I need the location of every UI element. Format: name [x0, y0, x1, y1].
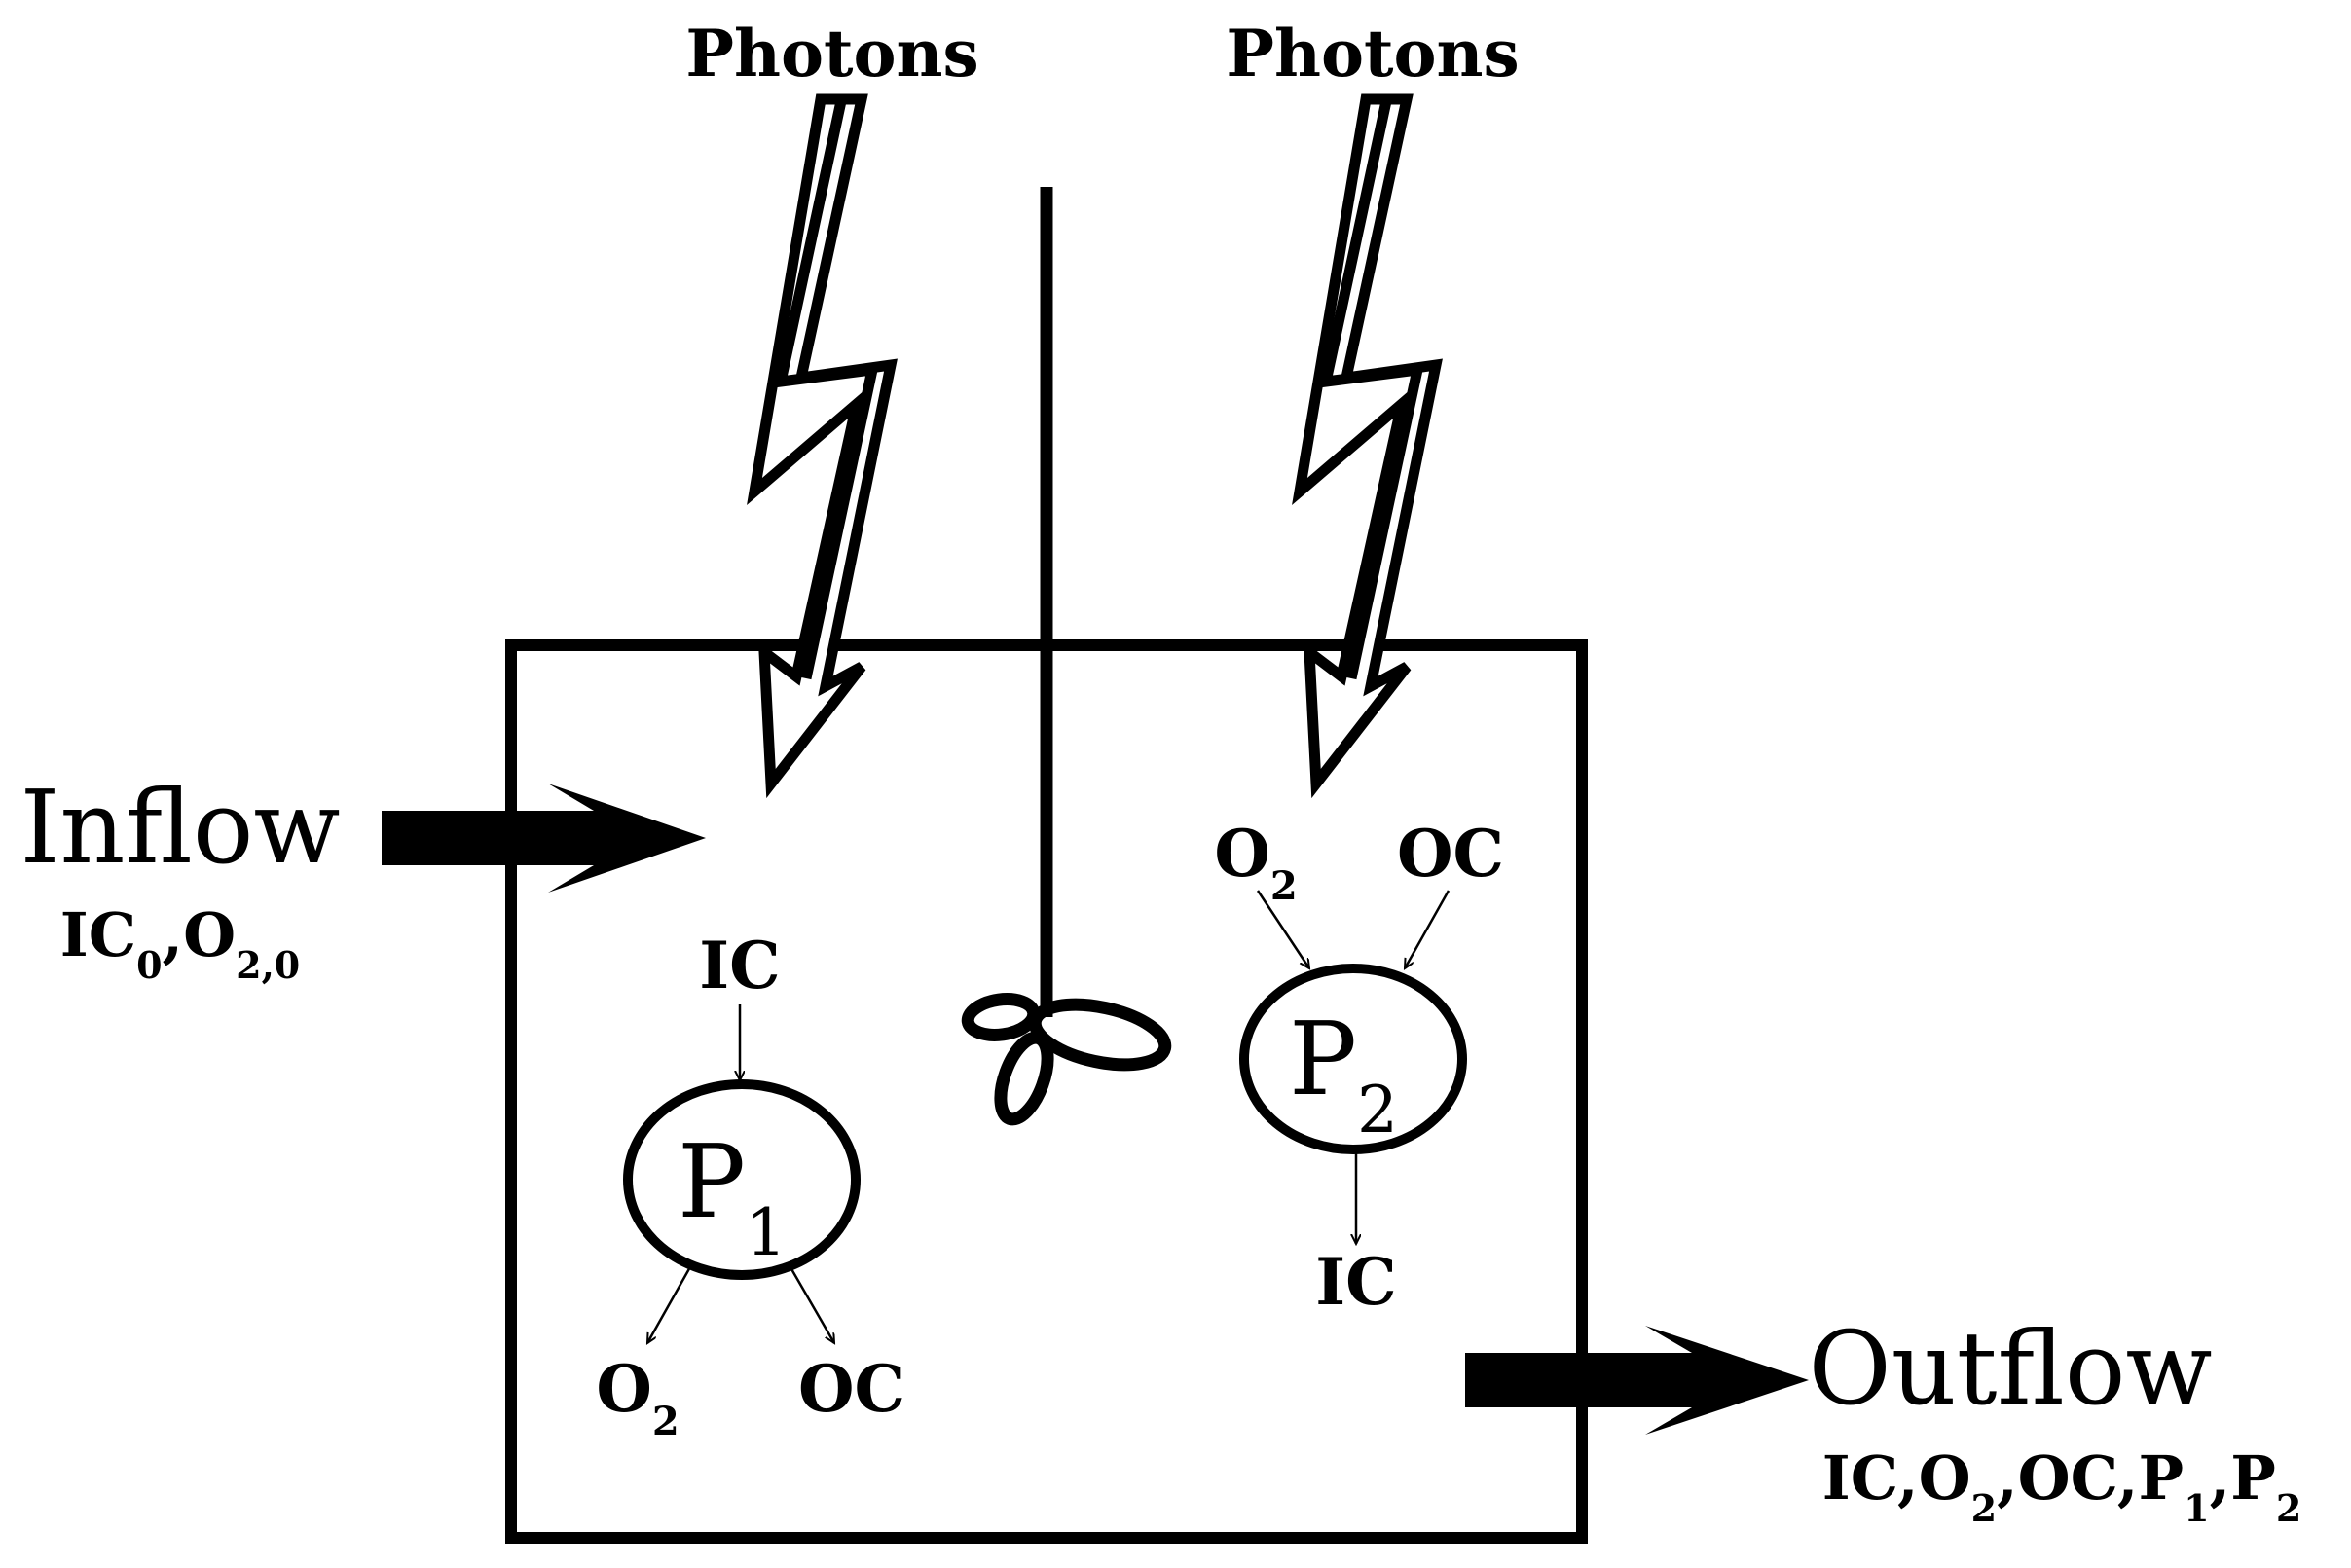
outflow-species: IC,O2,OC,P1,P2 — [1822, 1442, 2302, 1530]
p2-input-oc: OC — [1397, 816, 1504, 892]
inflow-arrow-icon — [382, 784, 706, 893]
p2-label: P2 — [1289, 1000, 1398, 1148]
p1-output-oc-arrow — [789, 1266, 834, 1343]
photons-label-left: Photons — [685, 16, 978, 91]
photon-bolt-left-icon — [747, 93, 898, 799]
p2-input-oc-arrow — [1405, 890, 1451, 968]
p1-output-o2-arrow — [647, 1264, 693, 1343]
p2-node: P2 — [1239, 964, 1467, 1154]
p2-input-o2-arrow — [1256, 890, 1309, 968]
outflow-arrow-icon — [1465, 1326, 1809, 1435]
p1-label: P1 — [678, 1122, 787, 1270]
p1-input-ic: IC — [699, 928, 780, 1003]
outflow-label: Outflow — [1808, 1309, 2212, 1428]
photon-bolt-right-icon — [1292, 93, 1443, 799]
inflow-species: IC0,O2,0 — [60, 899, 301, 987]
p2-output-ic: IC — [1315, 1244, 1396, 1320]
p2-input-o2: O2 — [1214, 816, 1297, 909]
photons-label-right: Photons — [1226, 16, 1519, 91]
stirrer-icon — [961, 187, 1172, 1126]
inflow-label: Inflow — [19, 768, 340, 887]
p1-output-o2: O2 — [596, 1351, 679, 1444]
p1-output-oc: OC — [798, 1351, 905, 1427]
p1-node: P1 — [623, 1079, 861, 1280]
